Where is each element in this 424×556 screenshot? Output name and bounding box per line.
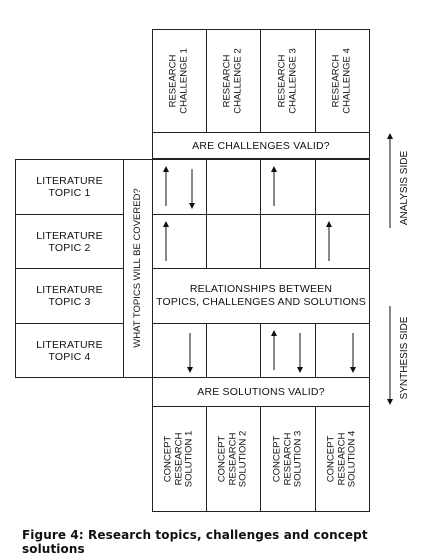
grid-cell-r2-c3: [260, 214, 316, 269]
topic-2-label: LITERATURE TOPIC 2: [36, 229, 103, 254]
challenge-1-box: [152, 29, 207, 133]
solution-1-box: [152, 406, 207, 512]
solution-2-box: [206, 406, 261, 512]
topic-1-label: LITERATURE TOPIC 1: [36, 175, 103, 199]
topic-4-box: [15, 323, 124, 378]
grid-cell-r1-c4: [315, 159, 370, 215]
solution-3-box: [260, 406, 316, 512]
grid-cell-r4-c4: [315, 323, 370, 378]
challenge-2-box: [206, 29, 261, 133]
challenges-valid-bar: [152, 132, 370, 159]
grid-cell-r4-c2: [206, 323, 261, 378]
topic-2-box: [15, 214, 124, 269]
solution-4-box: [315, 406, 370, 512]
solutions-valid-label: ARE SOLUTIONS VALID?: [197, 386, 325, 398]
grid-cell-r2-c1: [152, 214, 207, 269]
grid-cell-r1-c3: [260, 159, 316, 215]
challenges-valid-label: ARE CHALLENGES VALID?: [192, 139, 330, 152]
topic-3-box: [15, 268, 124, 324]
challenge-4-box: [315, 29, 370, 133]
grid-cell-r2-c4: [315, 214, 370, 269]
topic-4-label: LITERATURE TOPIC 4: [36, 338, 103, 363]
topic-3-label: LITERATURE TOPIC 3: [36, 284, 103, 308]
grid-cell-r2-c2: [206, 214, 261, 269]
topic-1-box: [15, 159, 124, 215]
grid-cell-r1-c2: [206, 159, 261, 215]
relationships-label: RELATIONSHIPS BETWEEN TOPICS, CHALLENGES…: [156, 283, 366, 308]
